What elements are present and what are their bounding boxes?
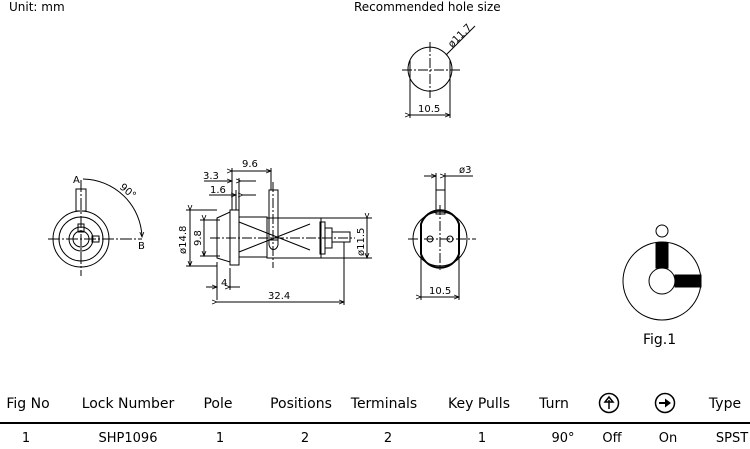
dim-dia-3: ø3 (459, 165, 471, 176)
dim-dia-14-8: ø14.8 (178, 226, 189, 254)
header-lock-number: Lock Number (81, 396, 175, 412)
hole-width-label: 10.5 (418, 104, 440, 115)
side-view-drawing (186, 168, 372, 305)
front-label-b: B (138, 241, 145, 252)
cell-pole: 1 (215, 431, 225, 446)
cell-lock-number: SHP1096 (98, 431, 158, 446)
table-rule (0, 422, 750, 424)
dim-10-5-rear: 10.5 (429, 286, 451, 297)
dim-32-4: 32.4 (268, 291, 290, 302)
header-positions: Positions (270, 396, 332, 412)
dim-dia-11-5: ø11.5 (356, 228, 367, 256)
cell-key-pulls: 1 (477, 431, 487, 446)
fig1-caption: Fig.1 (643, 332, 677, 348)
right-arrow-circle-icon (654, 392, 676, 418)
header-type: Type (708, 396, 742, 412)
header-key-pulls: Key Pulls (448, 396, 510, 412)
hole-diameter-label: ø11.7 (446, 22, 474, 50)
header-turn: Turn (539, 396, 569, 412)
header-fig-no: Fig No (6, 396, 50, 412)
front-label-a: A (73, 175, 80, 186)
front-angle-label: 90° (117, 182, 138, 202)
dim-3-3: 3.3 (203, 171, 219, 182)
cell-on: On (658, 431, 678, 446)
cell-turn: 90° (551, 431, 575, 446)
dim-9-6: 9.6 (242, 159, 258, 170)
cell-fig-no: 1 (21, 431, 31, 446)
cell-off: Off (602, 431, 622, 446)
header-terminals: Terminals (350, 396, 418, 412)
dim-1-6: 1.6 (210, 185, 226, 196)
hole-size-title: Recommended hole size (354, 0, 501, 14)
cell-positions: 2 (300, 431, 310, 446)
dim-9-8: 9.8 (193, 230, 204, 246)
dim-4: 4 (221, 278, 227, 289)
cell-type: SPST (715, 431, 749, 446)
fig1-diagram (622, 224, 702, 321)
up-arrow-circle-icon (598, 392, 620, 418)
cell-terminals: 2 (383, 431, 393, 446)
header-pole: Pole (203, 396, 233, 412)
front-view-drawing (48, 178, 142, 276)
unit-label: Unit: mm (9, 0, 65, 14)
rear-view-drawing (408, 173, 476, 300)
hole-drawing (402, 25, 476, 118)
